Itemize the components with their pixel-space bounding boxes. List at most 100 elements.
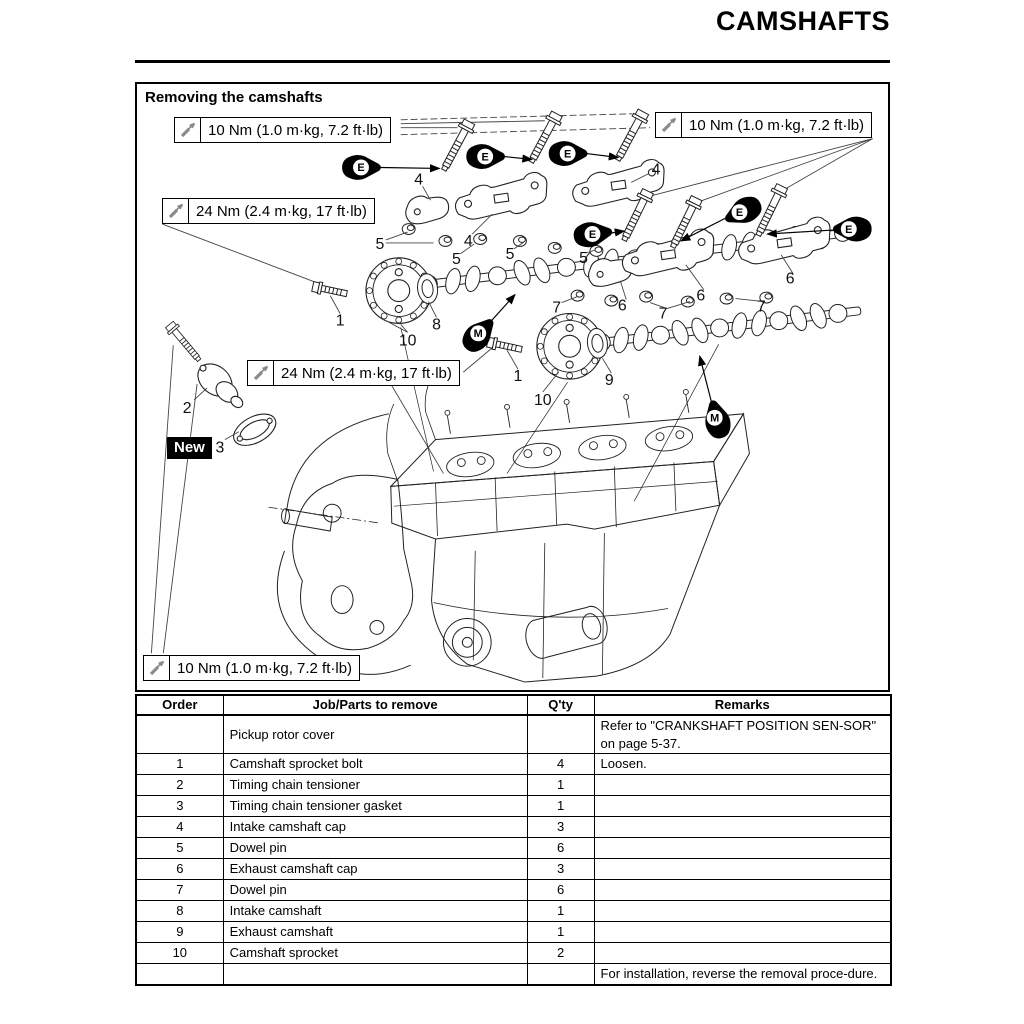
figure-title: Removing the camshafts [145,89,323,106]
engine-oil-marker: E [573,222,613,248]
cell-job [222,963,528,986]
cell-remarks [593,795,892,818]
engine-oil-marker: E [548,141,588,166]
part-number-label: 3 [216,440,225,457]
parts-table: Order Job/Parts to remove Q'ty Remarks P… [135,694,892,987]
torque-value: 24 Nm (2.4 m·kg, 17 ft·lb) [196,203,367,220]
part-number-label: 5 [506,246,515,263]
cell-qty [526,714,595,755]
part-number-label: 4 [464,233,473,250]
part-number-label: 5 [375,236,384,253]
col-header-qty: Q'ty [526,694,595,716]
cell-order: 8 [135,900,224,923]
col-header-order: Order [135,694,224,716]
engine-oil-marker: E [342,155,381,180]
cell-remarks [593,921,892,944]
svg-text:M: M [474,328,483,340]
part-number-label: 7 [552,299,561,316]
svg-text:M: M [710,413,719,425]
cell-order: 2 [135,774,224,797]
cell-order: 4 [135,816,224,839]
cell-order: 1 [135,753,224,776]
part-number-label: 6 [696,288,705,305]
wrench-icon [656,113,682,137]
cell-job: Dowel pin [222,837,528,860]
cell-job: Timing chain tensioner gasket [222,795,528,818]
cell-qty: 6 [526,879,595,902]
torque-callout-bottom-left: 10 Nm (1.0 m·kg, 7.2 ft·lb) [143,655,361,681]
wrench-icon [163,199,189,223]
cell-job: Exhaust camshaft [222,921,528,944]
cell-qty: 4 [526,753,595,776]
col-header-job: Job/Parts to remove [222,694,528,716]
cell-job: Intake camshaft [222,900,528,923]
part-number-label: 5 [579,250,588,267]
svg-text:E: E [845,224,852,236]
tensioner-gasket [233,413,277,446]
svg-text:E: E [589,229,596,241]
table-header-row: Order Job/Parts to remove Q'ty Remarks [135,694,892,716]
title-rule [135,60,890,63]
part-number-label: 4 [652,161,661,178]
cell-remarks [593,879,892,902]
exhaust-camshaft [585,303,862,354]
cell-remarks: Loosen. [593,753,892,776]
timing-chain-tensioner [197,363,244,409]
part-number-label: 6 [618,298,627,315]
cell-order: 10 [135,942,224,965]
cell-remarks: For installation, reverse the removal pr… [593,963,892,986]
cell-order: 9 [135,921,224,944]
cell-qty: 1 [526,774,595,797]
intake-sprocket-bolt [311,280,349,301]
wrench-icon [248,361,274,385]
cell-job: Dowel pin [222,879,528,902]
engine-oil-marker: E [832,216,872,242]
cell-order [135,714,224,755]
cell-job: Camshaft sprocket bolt [222,753,528,776]
tensioner-bolt [163,319,205,365]
cell-remarks [593,816,892,839]
col-header-remarks: Remarks [593,694,892,716]
cell-qty: 1 [526,900,595,923]
part-number-label: 10 [399,332,417,349]
torque-callout-top-right: 10 Nm (1.0 m·kg, 7.2 ft·lb) [655,112,873,138]
wrench-icon [144,656,170,680]
cell-qty: 6 [526,837,595,860]
torque-value: 10 Nm (1.0 m·kg, 7.2 ft·lb) [177,660,353,677]
cell-order: 5 [135,837,224,860]
torque-callout-top-left: 10 Nm (1.0 m·kg, 7.2 ft·lb) [174,117,392,143]
cell-qty: 1 [526,795,595,818]
cell-qty: 1 [526,921,595,944]
part-leader-lines [193,173,794,441]
intake-cam-hub [417,273,439,304]
cell-order [135,963,224,986]
intake-cap-1 [451,170,552,223]
molybdenum-oil-marker: M [462,319,494,352]
part-number-label: 8 [432,316,441,333]
table-row: For installation, reverse the removal pr… [135,963,892,986]
cell-job: Timing chain tensioner [222,774,528,797]
exhaust-cap-1 [618,226,718,280]
svg-text:E: E [736,207,743,219]
part-number-label: 9 [605,372,614,389]
cell-qty: 3 [526,858,595,881]
torque-value: 24 Nm (2.4 m·kg, 17 ft·lb) [281,365,452,382]
part-number-label: 1 [514,368,523,385]
cell-remarks [593,774,892,797]
cell-job: Pickup rotor cover [222,714,528,755]
torque-value: 10 Nm (1.0 m·kg, 7.2 ft·lb) [208,122,384,139]
torque-leader-lines [150,113,873,654]
engine-oil-marker: E [725,196,762,223]
